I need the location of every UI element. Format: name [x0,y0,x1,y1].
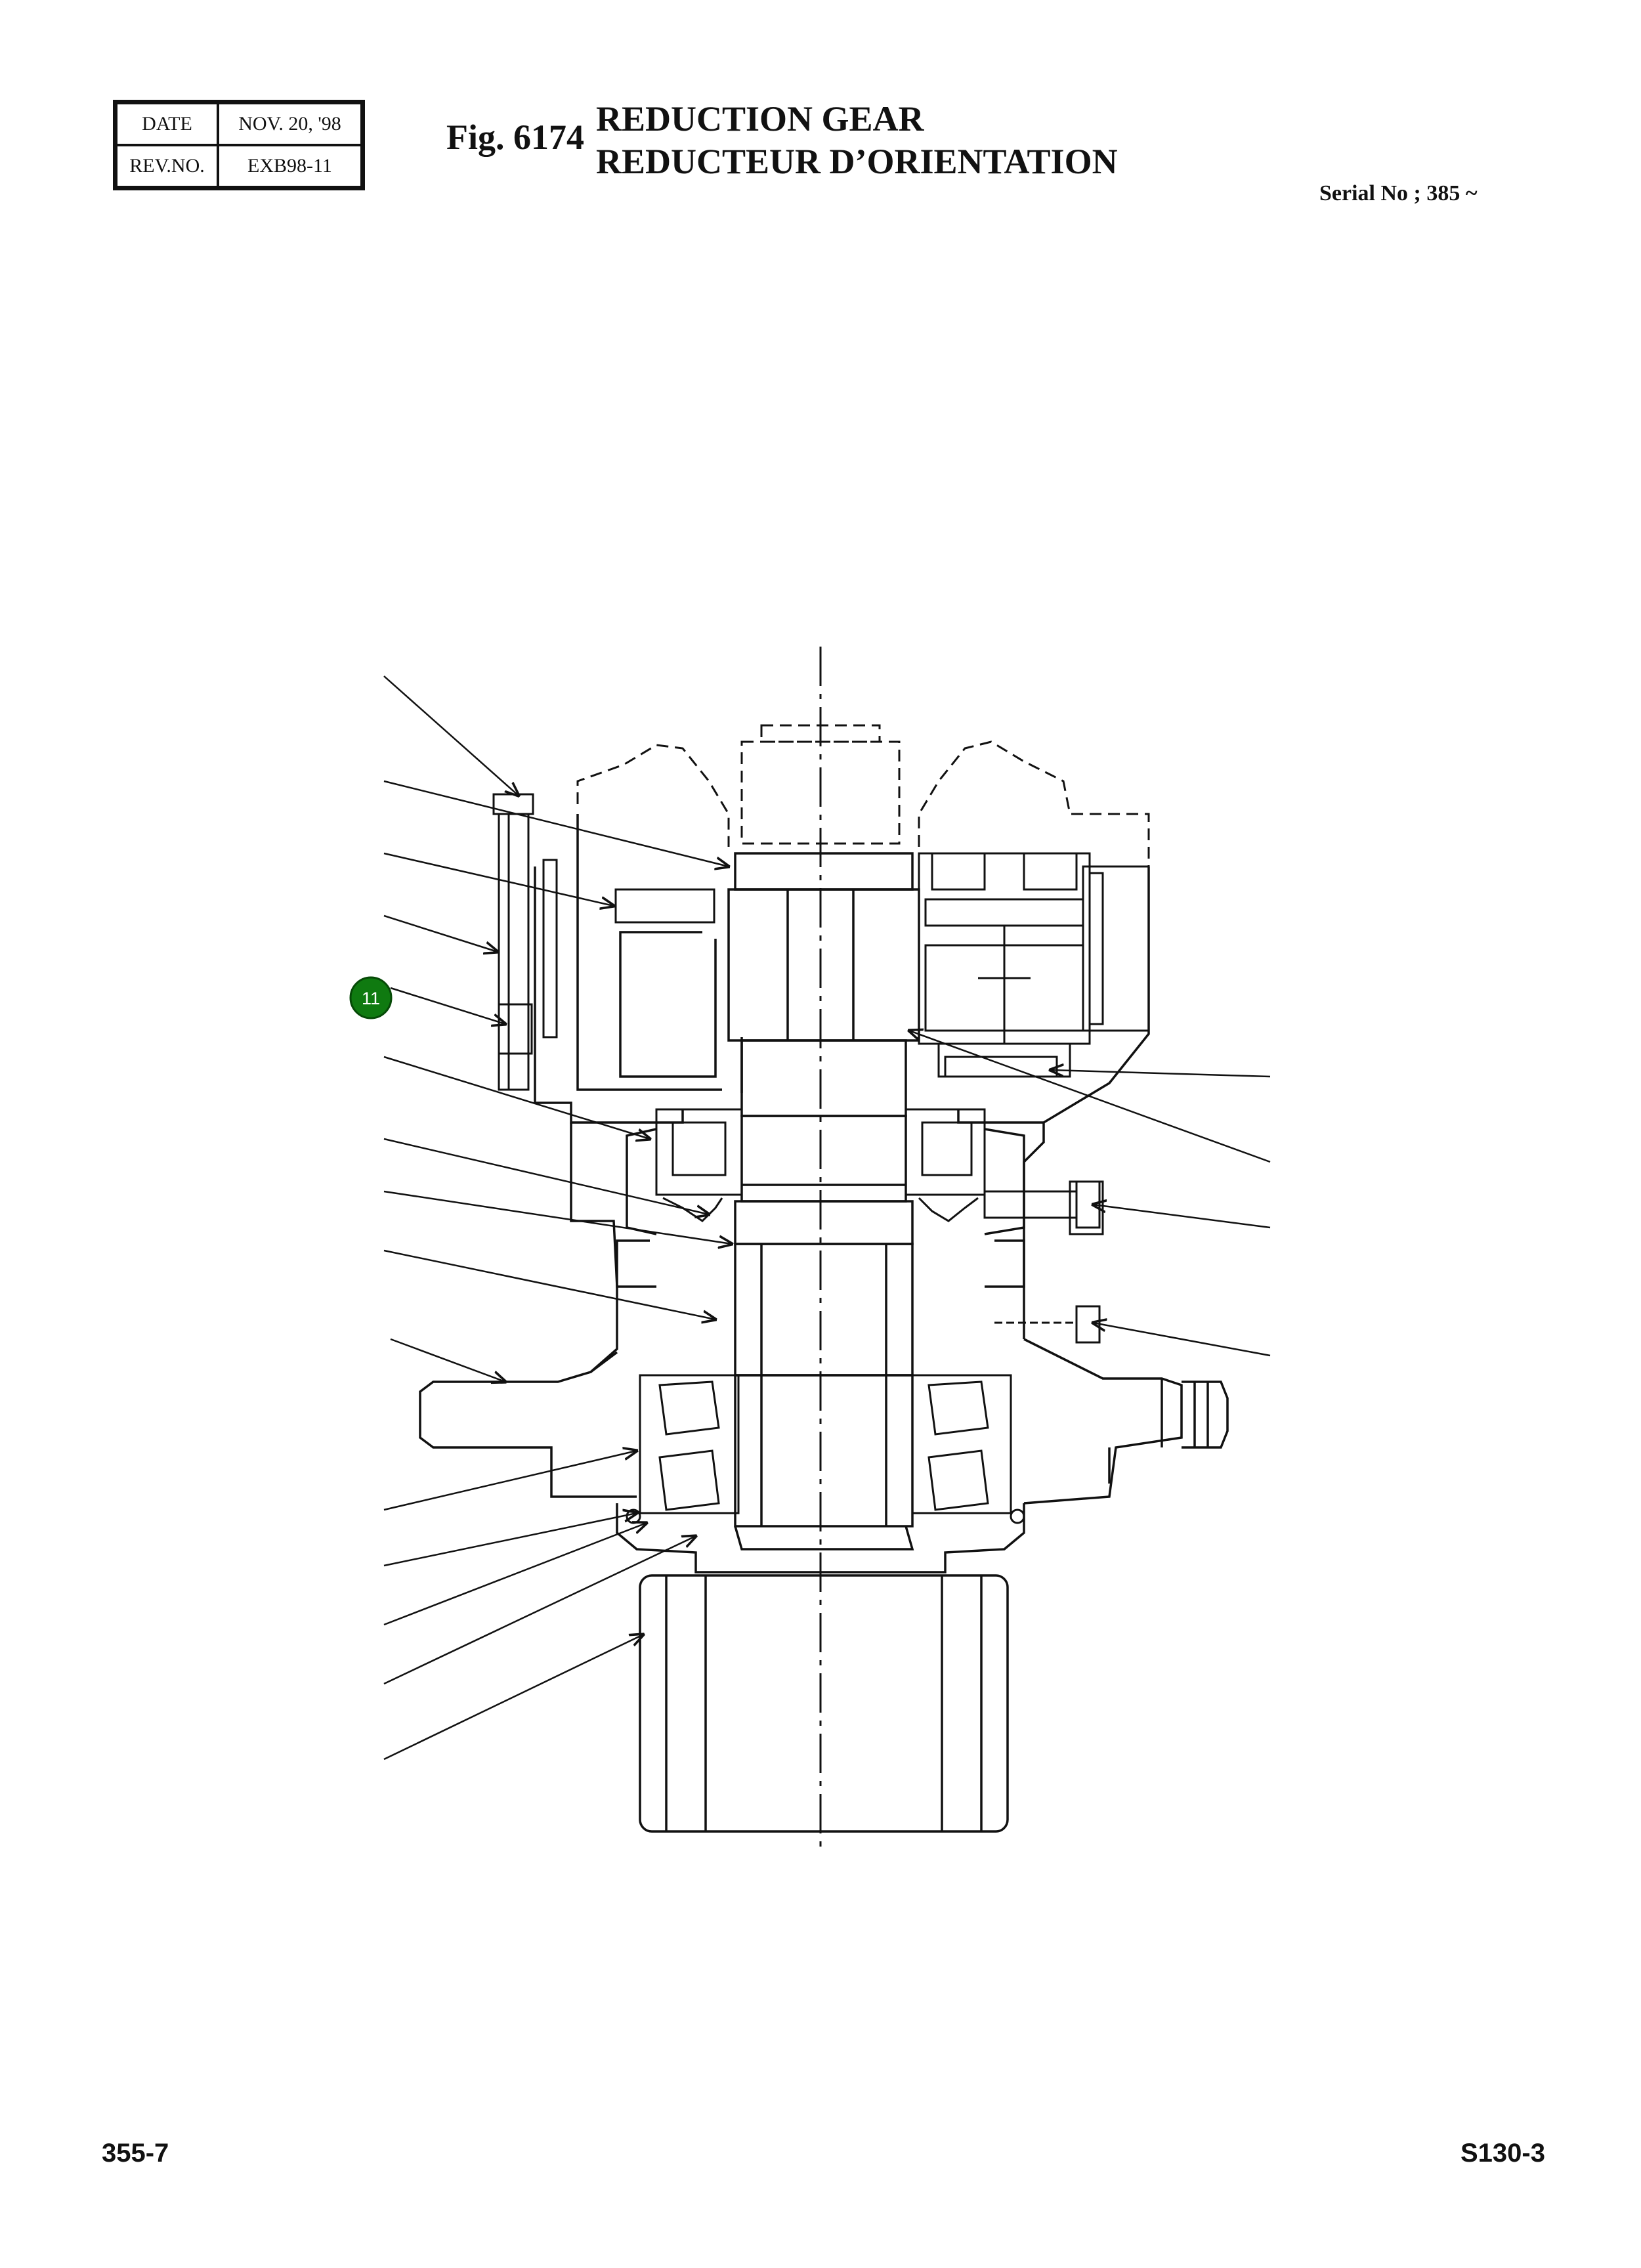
rev-value: EXB98-11 [218,145,362,187]
right-plugs [983,1180,1104,1344]
revision-table: DATE NOV. 20, '98 REV.NO. EXB98-11 [113,100,365,190]
page-number-right: S130-3 [1460,2139,1545,2168]
center-shaft [727,852,920,1551]
date-label: DATE [116,103,218,145]
motor-outline-dashed [576,724,1150,867]
figure-number: Fig. 6174 [446,118,584,157]
part-callout-11[interactable]: 11 [349,976,393,1019]
page-number-left: 355-7 [102,2139,169,2168]
lower-bearings [626,1374,1025,1524]
planetary-gear-section [918,852,1150,1078]
title-english: REDUCTION GEAR [596,99,924,139]
rev-label: REV.NO. [116,145,218,187]
serial-number: Serial No ; 385 ~ [1319,181,1478,205]
left-bolt [492,793,715,1091]
callout-label: 11 [362,989,380,1008]
leader-lines [383,675,1271,1761]
pinion [639,1574,1009,1833]
upper-bearings [655,1108,986,1222]
date-value: NOV. 20, '98 [218,103,362,145]
housing [419,814,1229,1573]
title-french: REDUCTEUR D’ORIENTATION [596,142,1118,181]
